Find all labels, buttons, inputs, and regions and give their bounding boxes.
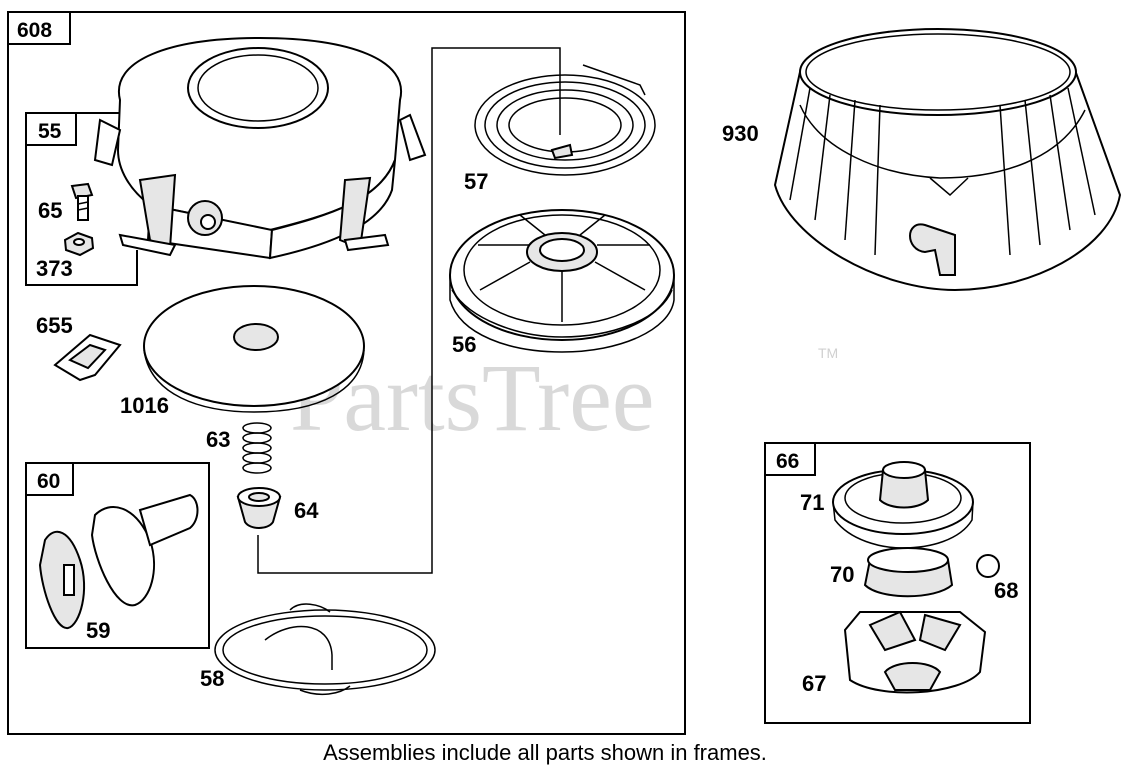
retainer-part xyxy=(236,487,282,529)
spring-part xyxy=(242,422,272,474)
label-70: 70 xyxy=(830,562,854,587)
clutch-pulley-part xyxy=(832,461,974,549)
label-56: 56 xyxy=(452,332,476,357)
rope-part xyxy=(214,603,436,696)
frame-66-tag xyxy=(764,442,816,476)
housing-part xyxy=(93,36,427,260)
frame-55-label: 55 xyxy=(38,120,62,143)
assembly-bracket-line xyxy=(257,47,561,574)
label-68: 68 xyxy=(994,578,1018,603)
label-64: 64 xyxy=(294,498,319,523)
label-63: 63 xyxy=(206,427,230,452)
handle-part xyxy=(38,493,199,629)
ball-part xyxy=(976,554,1000,578)
caption: Assemblies include all parts shown in fr… xyxy=(323,740,767,765)
bolt-part xyxy=(70,182,94,221)
frame-66-label: 66 xyxy=(776,450,799,473)
clutch-base-part xyxy=(843,610,987,694)
rotating-screen-part xyxy=(773,28,1122,292)
watermark-trademark: TM xyxy=(818,345,838,361)
clip-part xyxy=(53,333,122,382)
recoil-spring-part xyxy=(474,64,656,176)
label-67: 67 xyxy=(802,671,826,696)
label-373: 373 xyxy=(36,256,73,281)
frame-60-label: 60 xyxy=(37,470,60,493)
frame-55-tag xyxy=(25,112,77,146)
plate-part xyxy=(143,285,365,413)
frame-60 xyxy=(25,462,210,649)
frame-608-label: 608 xyxy=(17,19,52,42)
label-58: 58 xyxy=(200,666,224,691)
label-59: 59 xyxy=(86,618,110,643)
label-1016: 1016 xyxy=(120,393,169,418)
pulley-part xyxy=(449,209,675,353)
nut-part xyxy=(63,231,95,257)
hub-part xyxy=(863,547,954,598)
frame-608 xyxy=(7,11,686,735)
label-930: 930 xyxy=(722,121,759,146)
label-71: 71 xyxy=(800,490,824,515)
frame-608-tag xyxy=(7,11,71,45)
frame-66 xyxy=(764,442,1031,724)
frame-60-tag xyxy=(25,462,74,496)
label-65: 65 xyxy=(38,198,62,223)
label-655: 655 xyxy=(36,313,73,338)
label-57: 57 xyxy=(464,169,488,194)
